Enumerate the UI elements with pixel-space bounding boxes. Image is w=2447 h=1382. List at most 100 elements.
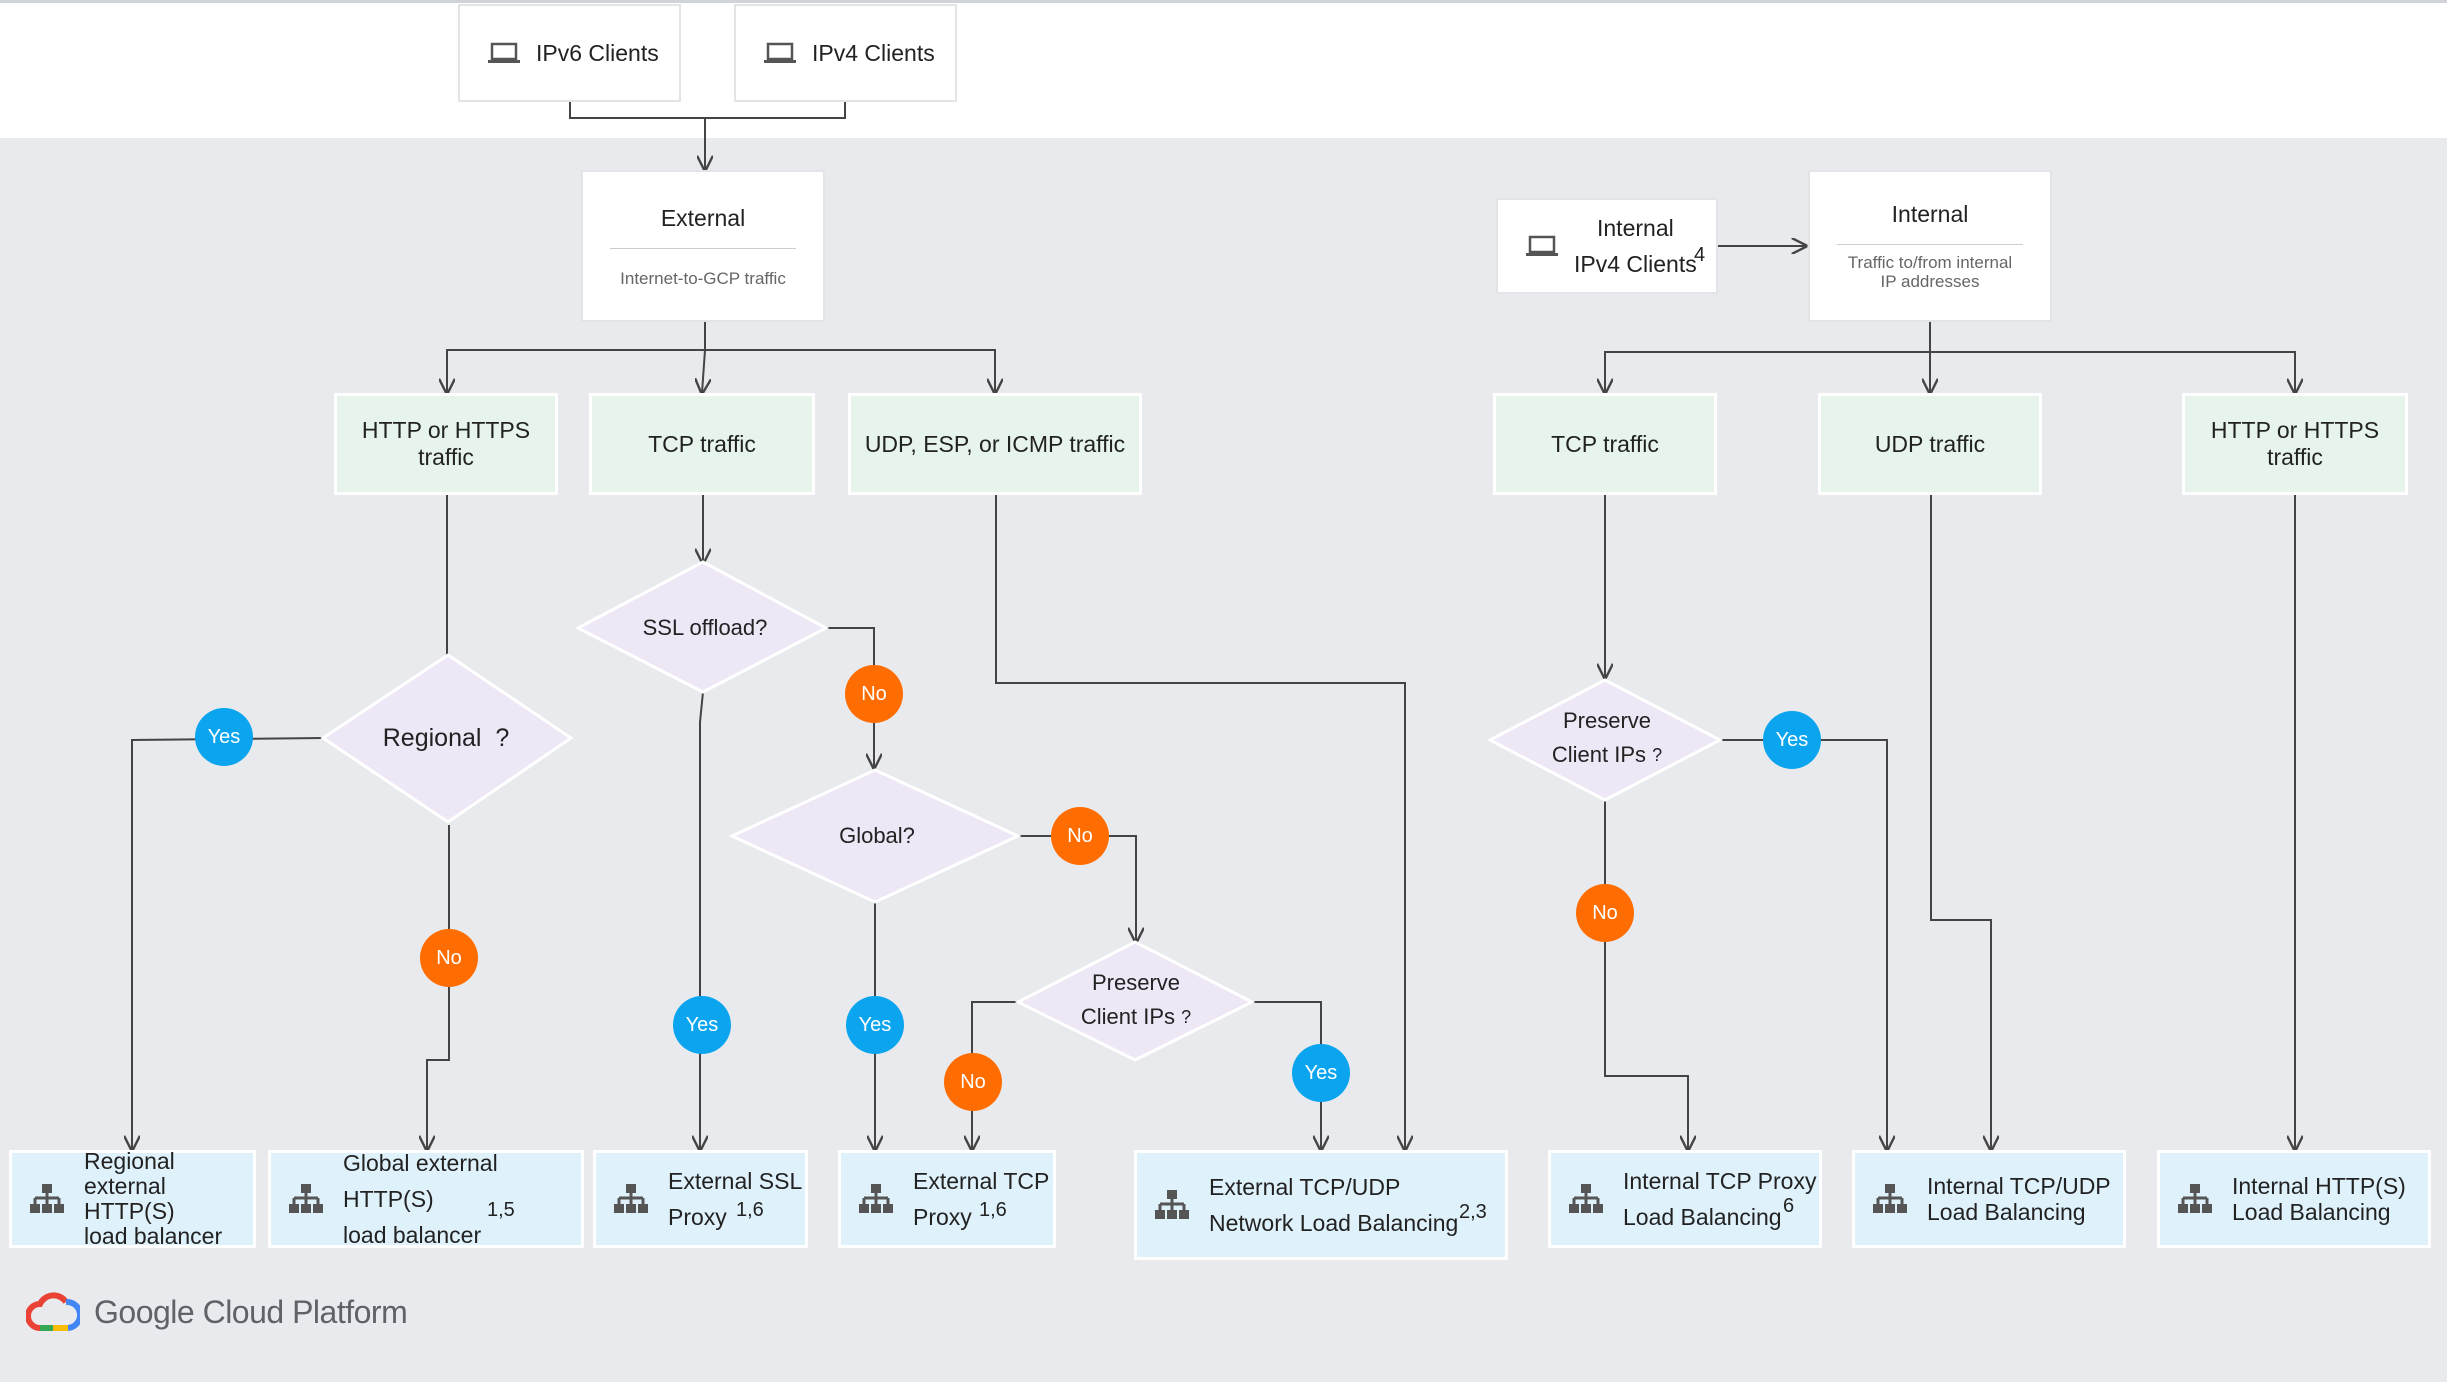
result-iudp-line2: Load Balancing <box>1927 1199 2086 1225</box>
result-regional-line1: Regional external <box>84 1148 175 1199</box>
result-global-external-http: Global external HTTP(S) load balancer 1,… <box>268 1150 584 1248</box>
preserve-int-question: Preserve Client IPs ? <box>1552 704 1662 772</box>
decision-regional <box>320 653 574 824</box>
gcp-logo: Google Cloud Platform <box>26 1290 408 1334</box>
connector-ipv4 <box>705 100 846 119</box>
result-internal-tcp-proxy: Internal TCP Proxy Load Balancing 6 <box>1548 1150 1822 1248</box>
global-question: Global? <box>839 823 915 848</box>
result-itcp-line2: Load Balancing <box>1623 1204 1782 1230</box>
internal-subtitle-2: IP addresses <box>1880 272 1980 291</box>
result-itcp-note: 6 <box>1783 1195 1795 1217</box>
result-tcp-line1: External TCP <box>913 1168 1050 1194</box>
laptop-icon <box>1526 235 1558 256</box>
preserve-int-line2: Client IPs <box>1551 742 1647 767</box>
connector-int-split <box>1605 320 1931 393</box>
badge-yes-preserve-ext: Yes <box>1292 1044 1350 1102</box>
result-ssl-line1: External SSL <box>668 1168 803 1194</box>
connector-regional-no <box>427 825 450 1150</box>
result-nlb-line1: External TCP/UDP <box>1209 1174 1401 1200</box>
result-tcp-line2: Proxy <box>913 1204 972 1230</box>
result-ssl-note: 1,6 <box>736 1199 764 1221</box>
load-balancer-icon <box>289 1184 323 1213</box>
regional-label: Regional <box>382 724 482 752</box>
laptop-icon <box>488 42 520 63</box>
result-external-tcp-proxy: External TCP Proxy 1,6 <box>838 1150 1056 1248</box>
badge-yes-global: Yes <box>846 996 904 1054</box>
result-nlb-note: 2,3 <box>1459 1201 1487 1223</box>
preserve-ext-question: Preserve Client IPs ? <box>1081 966 1191 1034</box>
result-regional-line2: HTTP(S) <box>84 1198 175 1224</box>
result-itcp-line1: Internal TCP Proxy <box>1623 1168 1817 1194</box>
result-regional-external-http: Regional external HTTP(S) load balancer <box>9 1148 256 1249</box>
external-subtitle: Internet-to-GCP traffic <box>620 268 786 288</box>
internal-clients-line2: IPv4 Clients <box>1574 251 1697 277</box>
connector-udp-nlb <box>995 495 1405 1150</box>
ext-http-traffic: HTTP or HTTPS traffic <box>334 393 558 495</box>
result-ihttp-line2: Load Balancing <box>2232 1199 2391 1225</box>
ipv6-clients-label: IPv6 Clients <box>536 39 659 66</box>
ext-udp-traffic: UDP, ESP, or ICMP traffic <box>848 393 1142 495</box>
laptop-icon <box>764 42 796 63</box>
result-nlb-line2: Network Load Balancing <box>1209 1210 1459 1236</box>
internal-clients-box: Internal IPv4 Clients 4 <box>1496 198 1718 294</box>
result-external-ssl-proxy: External SSL Proxy 1,6 <box>593 1150 808 1248</box>
connector-ssl-yes <box>700 691 703 1150</box>
preserve-int-line1: Preserve <box>1562 708 1652 733</box>
load-balancer-icon <box>2178 1184 2212 1213</box>
preserve-int-qmark: ? <box>1652 745 1663 765</box>
result-global-note: 1,5 <box>487 1199 515 1221</box>
result-internal-http: Internal HTTP(S) Load Balancing <box>2157 1150 2431 1248</box>
google-cloud-icon <box>26 1292 80 1331</box>
internal-title: Internal <box>1837 201 2023 245</box>
badge-no-preserve-int: No <box>1576 884 1634 942</box>
top-border <box>0 0 2447 3</box>
decision-global <box>728 768 1022 904</box>
ssl-question: SSL offload? <box>642 615 768 640</box>
result-external-nlb: External TCP/UDP Network Load Balancing … <box>1134 1150 1508 1260</box>
load-balancer-icon <box>614 1184 648 1213</box>
result-regional-line3: load balancer <box>84 1223 223 1249</box>
decision-preserve-int <box>1486 678 1724 802</box>
ipv4-clients-box: IPv4 Clients <box>734 4 957 102</box>
badge-no-ssl: No <box>845 665 903 723</box>
load-balancer-icon <box>30 1184 64 1213</box>
external-box: External Internet-to-GCP traffic <box>581 170 825 322</box>
result-global-line1: Global external HTTP(S) <box>343 1150 498 1212</box>
result-internal-tcp-udp: Internal TCP/UDP Load Balancing <box>1852 1150 2126 1248</box>
badge-yes-preserve-int: Yes <box>1763 711 1821 769</box>
internal-subtitle-1: Traffic to/from internal <box>1847 253 2013 272</box>
external-title: External <box>610 205 796 249</box>
ext-tcp-traffic-label: TCP traffic <box>648 430 756 457</box>
badge-yes-ssl: Yes <box>673 996 731 1054</box>
int-tcp-traffic-label: TCP traffic <box>1551 430 1659 457</box>
ext-udp-traffic-label: UDP, ESP, or ICMP traffic <box>864 430 1126 457</box>
ipv4-clients-label: IPv4 Clients <box>812 39 935 66</box>
badge-no-regional: No <box>420 929 478 987</box>
preserve-ext-line2: Client IPs <box>1080 1004 1176 1029</box>
result-tcp-note: 1,6 <box>979 1199 1007 1221</box>
connector-ipv6 <box>569 100 705 170</box>
connector-int-preserve-no <box>1604 797 1688 1150</box>
load-balancer-icon <box>859 1184 893 1213</box>
connector-ext-split <box>447 320 706 393</box>
badge-yes-regional: Yes <box>195 708 253 766</box>
result-ssl-line2: Proxy <box>668 1204 727 1230</box>
int-udp-traffic-label: UDP traffic <box>1874 430 1986 457</box>
decision-ssl <box>574 560 830 694</box>
internal-clients-note: 4 <box>1694 244 1706 266</box>
connector-int-preserve-yes <box>1720 739 1887 1150</box>
gcp-logo-text: Google Cloud Platform <box>94 1293 408 1330</box>
preserve-ext-qmark: ? <box>1181 1007 1192 1027</box>
ext-http-traffic-line2: traffic <box>418 444 474 470</box>
regional-qmark: ? <box>495 724 510 752</box>
int-http-traffic: HTTP or HTTPS traffic <box>2182 393 2408 495</box>
regional-question: Regional ? <box>383 721 510 755</box>
load-balancer-icon <box>1569 1184 1603 1213</box>
badge-no-preserve-ext: No <box>944 1053 1002 1111</box>
decision-preserve-ext <box>1014 940 1256 1062</box>
ext-http-traffic-line1: HTTP or HTTPS <box>361 417 531 443</box>
ipv6-clients-box: IPv6 Clients <box>458 4 681 102</box>
badge-no-global: No <box>1051 807 1109 865</box>
internal-clients-line1: Internal <box>1597 215 1674 241</box>
